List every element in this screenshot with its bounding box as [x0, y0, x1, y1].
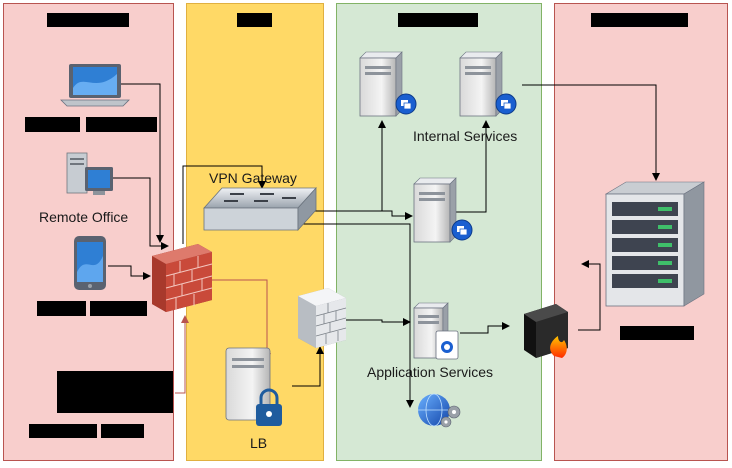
rack-server-icon: [604, 181, 706, 307]
edge-vpn-webservices: [302, 223, 414, 408]
edge-laptop-firewall: [120, 83, 164, 243]
edge-hwfirewall-rack: [578, 260, 601, 331]
vpn-gateway-icon: [203, 186, 317, 232]
data-zone-title: [591, 13, 688, 27]
tablet-icon: [74, 236, 106, 290]
web-services-icon: [418, 393, 461, 428]
edge-vpn-internal-left: [312, 120, 386, 212]
internal-zone-title: [398, 13, 478, 27]
laptop-label-redacted: [25, 117, 80, 132]
edge-lb-waf: [292, 346, 324, 387]
application-server-icon: [413, 302, 459, 360]
services-badge-icon: [395, 93, 417, 115]
application-services-label: Application Services: [367, 364, 494, 380]
laptop-icon: [60, 64, 130, 107]
app-window-icon: [435, 330, 459, 360]
edge-firewall-vpn: [182, 165, 266, 244]
tablet-label-redacted: [37, 301, 86, 316]
rack-server-label-redacted: [620, 326, 694, 340]
tablet-label-redacted-2: [90, 301, 147, 316]
lb-label: LB: [250, 435, 268, 451]
internal-services-label: Internal Services: [413, 128, 518, 144]
hardware-firewall-icon: [524, 304, 568, 358]
laptop-label-redacted-2: [86, 117, 157, 132]
red-connectors: [175, 279, 271, 394]
remote-office-label: Remote Office: [39, 209, 129, 225]
load-balancer-icon: [225, 347, 282, 426]
server-icon: [359, 51, 417, 117]
waf-icon: [298, 288, 347, 348]
edge-internal-rack: [522, 84, 660, 181]
server-icon: [459, 51, 517, 117]
services-badge-icon: [495, 93, 517, 115]
dmz-zone-title: [237, 13, 272, 27]
desktop-icon: [66, 152, 113, 195]
firewall-icon: [152, 244, 213, 312]
services-badge-icon: [451, 219, 473, 241]
remote-zone-title: [47, 13, 129, 27]
edge-office-firewall: [113, 177, 169, 250]
server-icon: [413, 177, 473, 243]
edge-waf-app: [346, 318, 411, 326]
edge-remote-firewall: [175, 315, 189, 394]
edge-server-internal-right: [456, 120, 490, 213]
connectors: [108, 83, 660, 408]
remote-node-label-redacted-2: [101, 424, 144, 438]
edge-firewall-lb: [212, 279, 271, 361]
edge-vpn-server-mid: [312, 210, 413, 220]
edge-app-hwfirewall: [460, 322, 510, 334]
remote-node-redacted-box: [57, 371, 173, 413]
remote-node-label-redacted: [29, 424, 97, 438]
vpn-gateway-label: VPN Gateway: [209, 170, 297, 186]
edge-tablet-firewall: [108, 265, 151, 280]
